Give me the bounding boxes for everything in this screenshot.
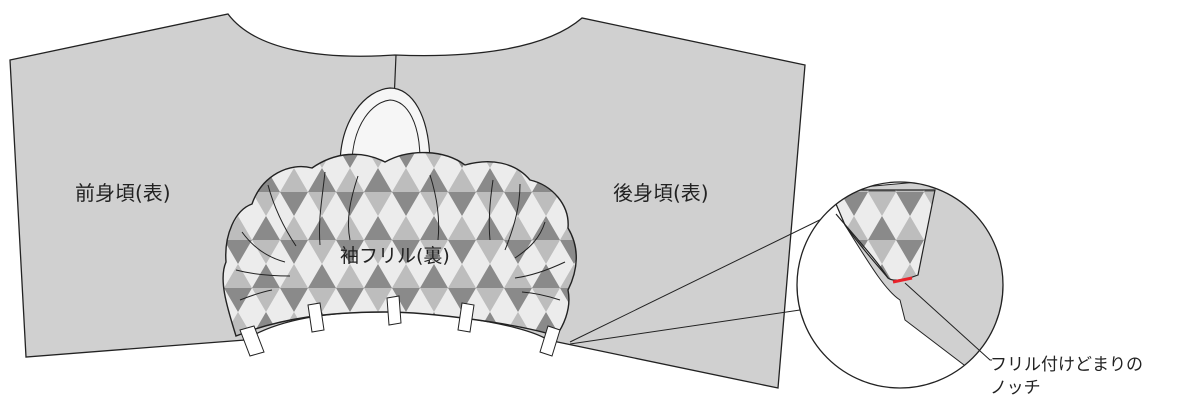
notch-callout-line2: ノッチ [990, 378, 1041, 398]
frill-gather-lines [235, 171, 566, 301]
pin-3 [386, 295, 402, 326]
magnified-detail [797, 182, 1003, 388]
frill-stop-notch [892, 276, 913, 284]
notch-callout-leader [904, 282, 992, 361]
magnify-circle [796, 181, 1004, 389]
notch-callout-line1: フリル付けどまりの [990, 355, 1143, 375]
pin-4 [457, 302, 475, 333]
armhole-binding [351, 99, 421, 161]
sleeve-frill-label: 袖フリル(裏) [340, 245, 450, 267]
back-bodice-label: 後身頃(表) [613, 181, 709, 205]
pins [239, 295, 561, 357]
pin-5 [539, 325, 561, 357]
pin-2 [307, 302, 325, 333]
armhole-opening [339, 87, 431, 167]
pin-1 [239, 325, 265, 357]
front-bodice-label: 前身頃(表) [75, 181, 171, 205]
magnify-leader-lines [569, 211, 837, 345]
